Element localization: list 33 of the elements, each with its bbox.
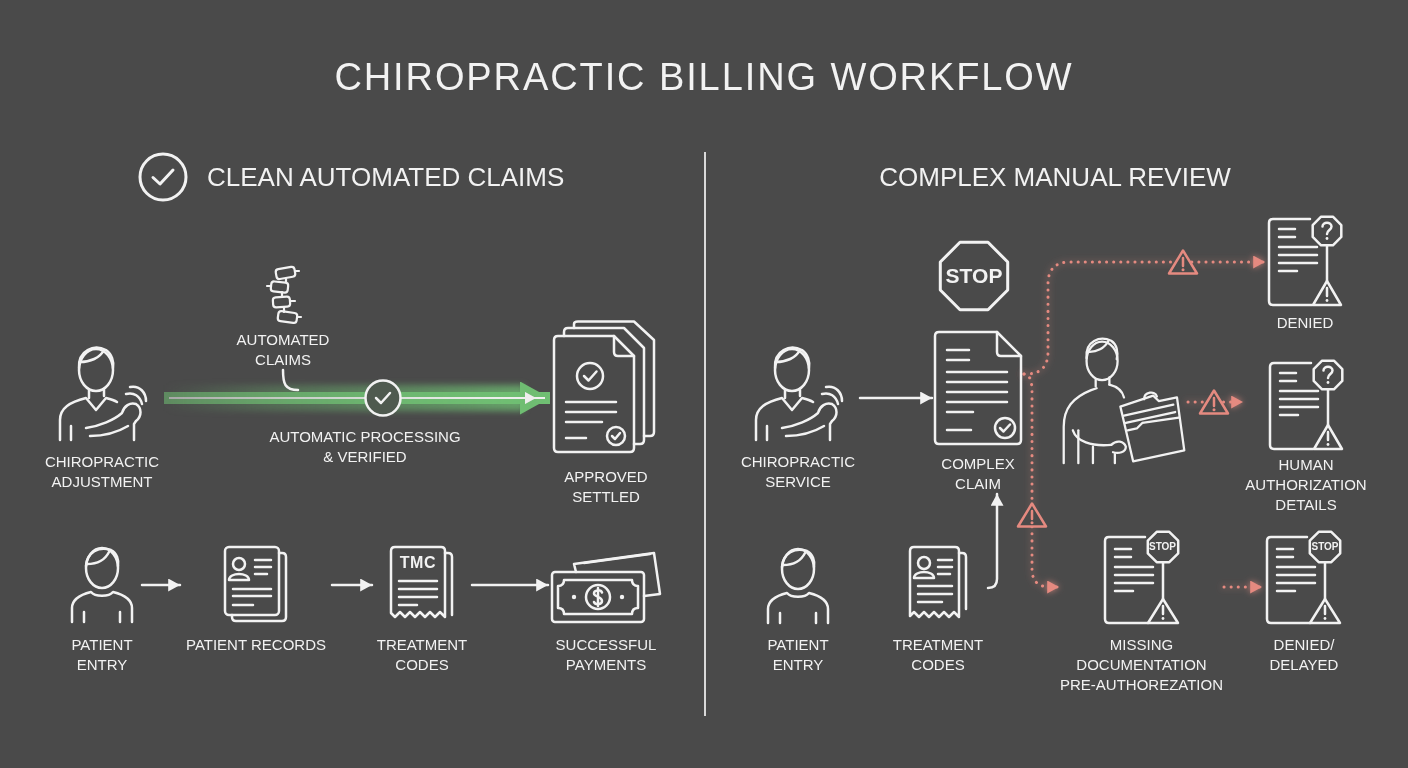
node-label: CHIROPRACTIC ADJUSTMENT bbox=[43, 452, 161, 492]
node-label: AUTOMATED CLAIMS bbox=[235, 330, 331, 370]
arrow bbox=[1222, 580, 1264, 594]
section-heading: CLEAN AUTOMATED CLAIMS bbox=[207, 161, 565, 194]
edge-label: AUTOMATIC PROCESSING & VERIFIED bbox=[268, 427, 462, 467]
arrow bbox=[986, 492, 1004, 590]
node-label: PATIENT RECORDS bbox=[186, 635, 326, 655]
sign-text: STOP bbox=[1310, 541, 1340, 553]
node-label: CHIROPRACTIC SERVICE bbox=[739, 452, 857, 492]
node-label: TREATMENT CODES bbox=[375, 635, 469, 675]
sign-text: STOP bbox=[944, 263, 1004, 289]
node-label: APPROVED SETTLED bbox=[563, 467, 649, 507]
node-label: HUMAN AUTHORIZATION DETAILS bbox=[1244, 455, 1368, 515]
receipt-text: TMC bbox=[398, 553, 438, 573]
node-label: TREATMENT CODES bbox=[891, 635, 985, 675]
node-label: DENIED/ DELAYED bbox=[1268, 635, 1340, 675]
arrow bbox=[330, 578, 374, 592]
node-label: PATIENT ENTRY bbox=[766, 635, 830, 675]
arrow bbox=[470, 578, 550, 592]
section-heading: COMPLEX MANUAL REVIEW bbox=[878, 161, 1232, 194]
arrow bbox=[164, 381, 550, 415]
node-label: PATIENT ENTRY bbox=[70, 635, 134, 675]
leader-line bbox=[281, 368, 300, 392]
node-label: MISSING DOCUMENTATION PRE-AUTHOREZATION bbox=[1059, 635, 1224, 695]
arrow bbox=[858, 391, 934, 405]
node-label: COMPLEX CLAIM bbox=[940, 454, 1016, 494]
title: CHIROPRACTIC BILLING WORKFLOW bbox=[333, 55, 1075, 100]
arrow bbox=[140, 578, 182, 592]
arrow bbox=[1186, 395, 1245, 409]
sign-text: STOP bbox=[1147, 541, 1177, 553]
node-label: SUCCESSFUL PAYMENTS bbox=[554, 635, 658, 675]
arrow bbox=[1022, 372, 1061, 594]
node-label: DENIED bbox=[1276, 313, 1334, 333]
